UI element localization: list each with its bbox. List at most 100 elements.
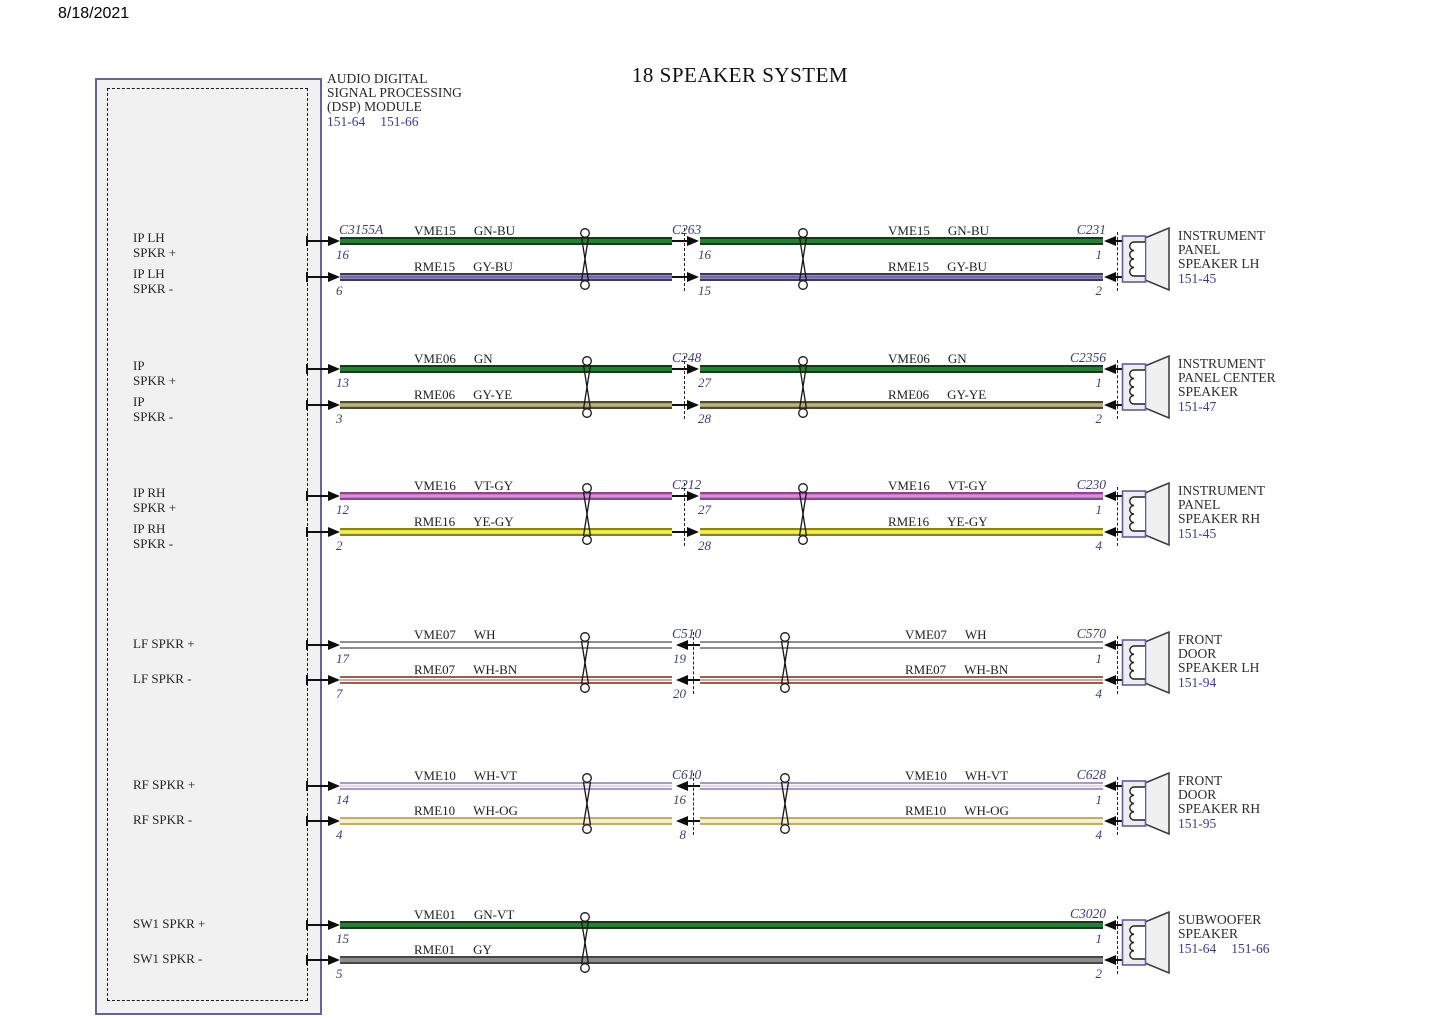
wire-rme16 bbox=[340, 528, 672, 536]
module-exit-line bbox=[306, 644, 330, 646]
wire-rme10 bbox=[700, 817, 1103, 825]
wire-rme15 bbox=[700, 273, 1103, 281]
wire-vme10 bbox=[700, 782, 1103, 790]
module-exit-line bbox=[306, 679, 330, 681]
pin-number: 1 bbox=[1095, 931, 1103, 946]
connector-dashed-line bbox=[684, 228, 685, 291]
connector-gap-line bbox=[1116, 240, 1122, 242]
connector-label: C212 bbox=[672, 477, 702, 492]
wire-arrow-icon bbox=[1104, 527, 1116, 537]
speaker-page-refs: 151-94 bbox=[1178, 675, 1348, 691]
connector-gap-line bbox=[672, 404, 688, 406]
pin-number: 28 bbox=[698, 411, 711, 426]
connector-label: C230 bbox=[1076, 477, 1106, 492]
wire-color-code: GN bbox=[947, 351, 967, 366]
connector-gap-line bbox=[1116, 679, 1122, 681]
module-signal-label: LF SPKR - bbox=[133, 671, 192, 686]
connector-dashed-line bbox=[1117, 232, 1118, 291]
connector-dashed-line bbox=[1117, 487, 1118, 546]
wire-rme06 bbox=[340, 401, 672, 409]
connector-label: C231 bbox=[1076, 222, 1106, 237]
wire-circuit: VME15 bbox=[888, 223, 930, 238]
wire-vme06 bbox=[340, 365, 672, 373]
wire-color-code: WH-BN bbox=[473, 662, 518, 677]
pin-number: 2 bbox=[336, 538, 343, 553]
wire-circuit: RME07 bbox=[905, 662, 947, 677]
wire-arrow-icon bbox=[687, 400, 699, 410]
connector-gap-line bbox=[672, 240, 688, 242]
twisted-pair-icon bbox=[578, 483, 596, 545]
connector-gap-line bbox=[1116, 820, 1122, 822]
speaker-icon bbox=[1121, 630, 1171, 695]
speaker-name-line: PANEL bbox=[1178, 497, 1221, 512]
pin-number: 6 bbox=[336, 283, 343, 298]
connector-label: C2356 bbox=[1069, 350, 1106, 365]
pin-number: 1 bbox=[1095, 247, 1103, 262]
wire-color-code: WH-OG bbox=[964, 803, 1009, 818]
pin-number: 1 bbox=[1095, 792, 1103, 807]
dsp-module-label: AUDIO DIGITAL SIGNAL PROCESSING (DSP) MO… bbox=[327, 72, 487, 130]
wire-arrow-icon bbox=[687, 272, 699, 282]
wire-circuit: RME01 bbox=[414, 942, 456, 957]
pin-number: 13 bbox=[336, 375, 349, 390]
wire-arrow-icon bbox=[328, 781, 340, 791]
speaker-page-ref: 151-95 bbox=[1178, 816, 1217, 831]
connector-gap-line bbox=[672, 368, 688, 370]
wire-color-code: GY bbox=[473, 942, 492, 957]
wire-circuit: RME15 bbox=[888, 259, 930, 274]
pin-number: 2 bbox=[1095, 966, 1103, 981]
wire-vme16 bbox=[700, 492, 1103, 500]
connector-gap-line bbox=[688, 644, 700, 646]
wire-arrow-icon bbox=[687, 364, 699, 374]
pin-number: 20 bbox=[673, 686, 686, 701]
wire-color-code: WH-BN bbox=[964, 662, 1009, 677]
wire-label: RME01 GY bbox=[414, 942, 492, 958]
wire-circuit: VME15 bbox=[414, 223, 456, 238]
connector-label: C628 bbox=[1076, 767, 1106, 782]
dsp-module-name-line: SIGNAL PROCESSING bbox=[327, 85, 462, 100]
wire-arrow-icon bbox=[328, 955, 340, 965]
wire-arrow-icon bbox=[1104, 491, 1116, 501]
wire-color-code: YE-GY bbox=[947, 514, 988, 529]
pin-number: 8 bbox=[679, 827, 687, 842]
speaker-name-line: PANEL bbox=[1178, 242, 1221, 257]
twisted-pair-icon bbox=[578, 773, 596, 834]
twisted-pair-icon bbox=[794, 228, 812, 290]
speaker-icon bbox=[1121, 226, 1171, 292]
page-date: 8/18/2021 bbox=[58, 5, 130, 22]
speaker-name-line: INSTRUMENT bbox=[1178, 228, 1265, 243]
speaker-name-line: SUBWOOFER bbox=[1178, 912, 1262, 927]
twisted-pair-icon bbox=[576, 912, 594, 973]
connector-gap-line bbox=[672, 495, 688, 497]
wire-arrow-icon bbox=[1104, 781, 1116, 791]
connector-dashed-line bbox=[1117, 360, 1118, 419]
wire-circuit: RME16 bbox=[414, 514, 456, 529]
module-exit-line bbox=[306, 404, 330, 406]
pin-number: 12 bbox=[336, 502, 349, 517]
wire-circuit: RME06 bbox=[888, 387, 930, 402]
wire-circuit: RME15 bbox=[414, 259, 456, 274]
pin-number: 15 bbox=[698, 283, 711, 298]
pin-number: 27 bbox=[698, 375, 711, 390]
twisted-pair-icon bbox=[794, 483, 812, 545]
pin-number: 16 bbox=[673, 792, 686, 807]
connector-gap-line bbox=[672, 276, 688, 278]
wire-circuit: VME06 bbox=[414, 351, 456, 366]
wire-arrow-icon bbox=[676, 675, 688, 685]
wire-arrow-icon bbox=[1104, 364, 1116, 374]
speaker-name-line: SPEAKER bbox=[1178, 384, 1239, 399]
module-exit-line bbox=[306, 959, 330, 961]
pin-number: 3 bbox=[336, 411, 343, 426]
speaker-name-line: PANEL CENTER bbox=[1178, 370, 1276, 385]
module-signal-label: IP LH SPKR + bbox=[133, 230, 177, 260]
pin-number: 2 bbox=[1095, 283, 1103, 298]
speaker-icon bbox=[1121, 354, 1171, 420]
